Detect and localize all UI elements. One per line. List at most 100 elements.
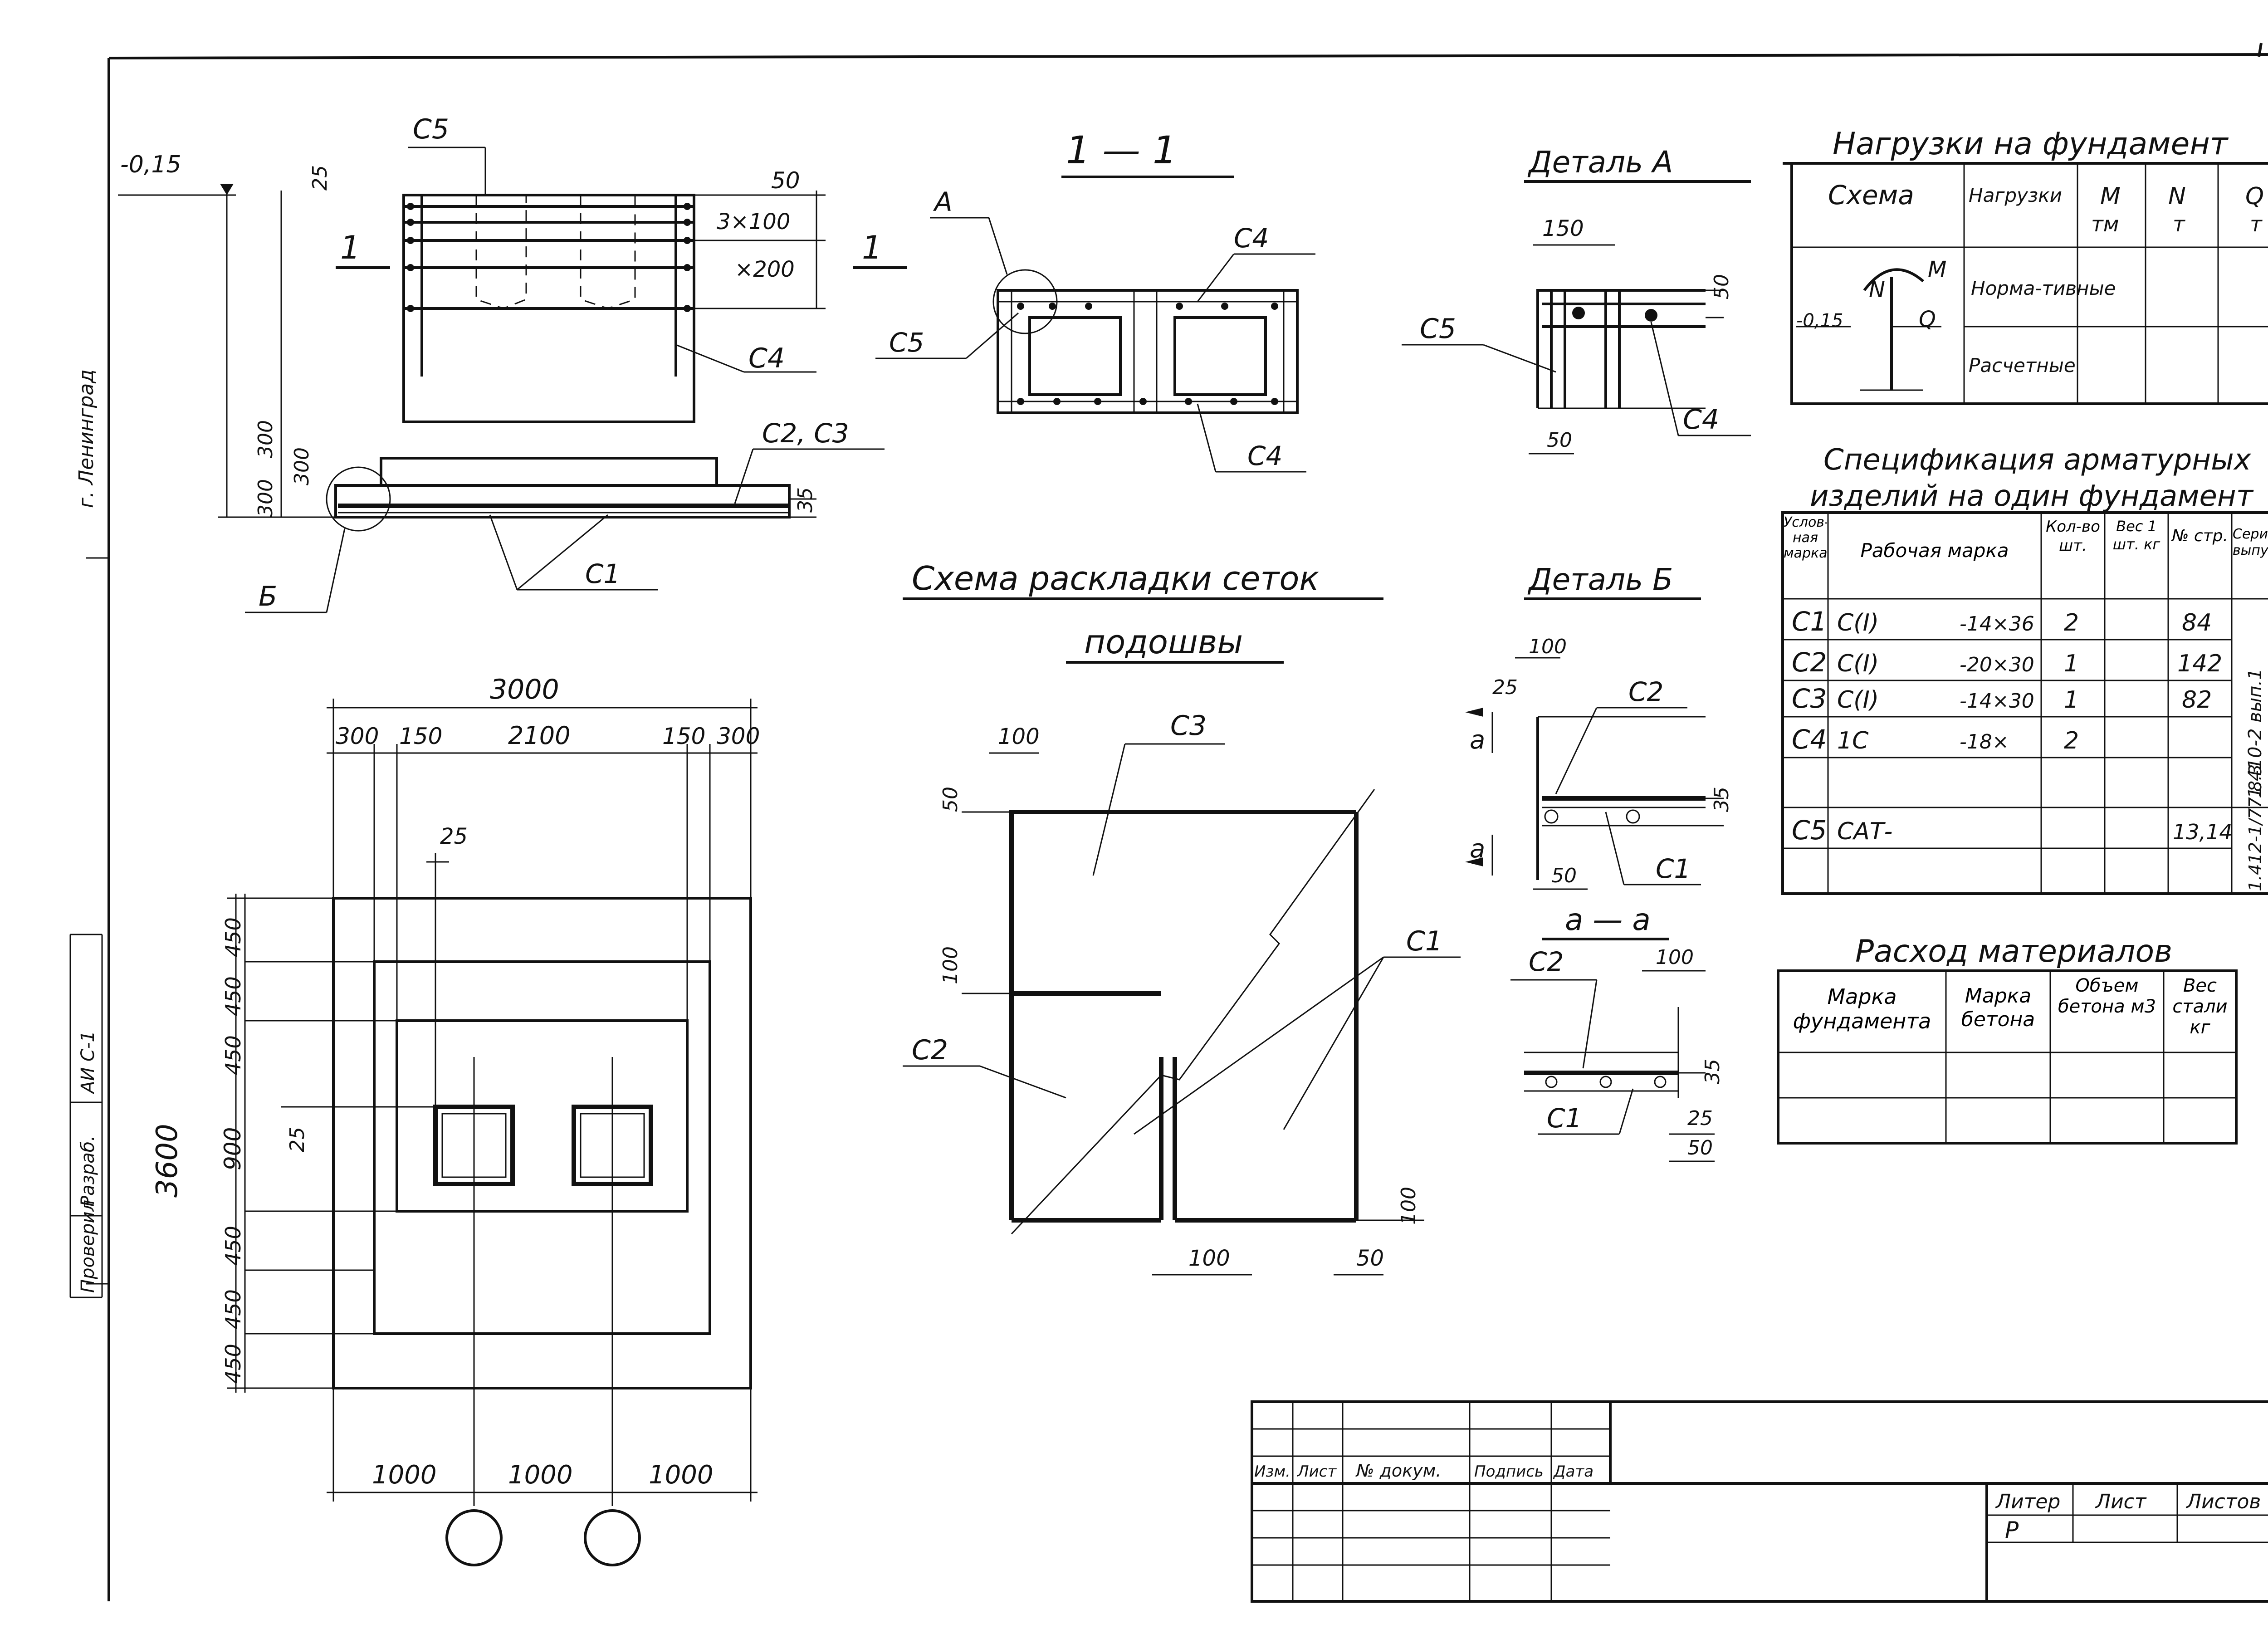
elevation-label-c2c3: С2, С3 [762, 418, 849, 449]
elevation-dim-300c: 300 [254, 479, 277, 517]
spec-cell-cond: С1 [1792, 606, 1827, 637]
loads-header-q-unit: т [2250, 212, 2263, 236]
detail-a-dim-150: 150 [1542, 216, 1584, 241]
spec-cell-size: -18× [1960, 730, 2009, 753]
mesh-dim-100-top: 100 [998, 724, 1040, 749]
loads-header-q: Q [2245, 183, 2264, 210]
section-1-1-label-c4-top: С4 [1234, 223, 1269, 254]
elevation-dim-50: 50 [771, 167, 800, 194]
section-a-a-dim-35: 35 [1701, 1059, 1724, 1084]
section-a-a-label-c2: С2 [1529, 946, 1564, 977]
loads-header-m: М [2100, 183, 2121, 210]
detail-b-dim-50: 50 [1551, 864, 1577, 887]
plan-dim-300-right: 300 [717, 723, 760, 749]
materials-table: Расход материалов Марка фундамента Марка… [1777, 934, 2238, 1145]
materials-header-foundation: Марка фундамента [1793, 984, 1931, 1033]
spec-cell-cond: С3 [1792, 683, 1827, 714]
materials-header-concrete: Марка бетона [1961, 984, 2035, 1031]
mesh-dim-100-right: 100 [1397, 1187, 1420, 1225]
loads-header-m-unit: тм [2091, 212, 2119, 236]
elevation-label-c1: С1 [585, 558, 620, 589]
spec-row: С5 САТ- 13,14 [1792, 815, 2233, 846]
plan-dim-450-3: 450 [221, 1035, 245, 1075]
section-1-1: 1 — 1 А С5 С4 С4 [875, 128, 1315, 473]
spec-series-1: 1.410-2 вып.1 [2245, 668, 2266, 798]
spec-header-page: № стр. [2172, 527, 2228, 545]
detail-a-label-c5: С5 [1420, 313, 1456, 345]
spec-cell-page: 82 [2182, 686, 2212, 714]
spec-header-weight: Вес 1 шт. кг [2112, 518, 2160, 553]
title-block-liter: Литер [1995, 1490, 2060, 1513]
loads-scheme-level: -0,15 [1796, 310, 1843, 331]
section-a-a-title: а — а [1565, 902, 1651, 937]
section-a-a-dim-100: 100 [1656, 946, 1694, 969]
spec-cell-cond: С4 [1792, 724, 1827, 755]
elevation-label-c5: С5 [413, 113, 449, 145]
spec-row: С2 С(I) -20×30 1 142 [1792, 647, 2222, 678]
loads-header-n: N [2168, 183, 2186, 210]
title-block-sign: Подпись [1474, 1463, 1544, 1481]
binding-strip: г. Ленинград Проверил Разраб. АИ С-1 [69, 369, 103, 1298]
spec-cell-work: САТ- [1837, 818, 1892, 845]
detail-b-dim-25: 25 [1492, 676, 1518, 699]
binding-stamp-code: АИ С-1 [78, 1031, 98, 1095]
elevation-view: -0,15 С5 С4 С2, С3 С1 Б 1 1 50 3×100 ×20 [118, 113, 907, 613]
detail-b-dim-35: 35 [1710, 787, 1733, 812]
detail-a-label-c4: С4 [1683, 404, 1719, 435]
binding-stamp-checked: Проверил [78, 1200, 98, 1293]
spec-table-title-line1: Спецификация арматурных [1823, 443, 2252, 477]
plan-dim-3000: 3000 [490, 674, 559, 705]
spec-table-title-line2: изделий на один фундамент [1810, 479, 2254, 513]
plan-dim-2100: 2100 [508, 721, 570, 750]
plan-dim-900: 900 [220, 1127, 246, 1170]
spec-row: С3 С(I) -14×30 1 82 [1792, 683, 2212, 714]
plan-dim-450-1: 450 [221, 917, 245, 957]
plan-dim-150-right: 150 [662, 723, 705, 749]
detail-a-dim-50-right: 50 [1710, 274, 1733, 299]
spec-cell-work: С(I) [1837, 650, 1879, 677]
elevation-dim-300b: 300 [290, 447, 313, 485]
spec-row: С4 1С -18× 2 [1792, 724, 2079, 755]
loads-table: Нагрузки на фундамент Схема Нагрузки М т… [1783, 126, 2268, 405]
section-a-a: а — а С2 С1 100 35 25 50 [1510, 902, 1724, 1162]
elevation-label-c4: С4 [748, 342, 785, 374]
title-block-date: Дата [1553, 1463, 1593, 1481]
spec-header-work: Рабочая марка [1860, 539, 2009, 562]
plan-dim-450-6: 450 [221, 1344, 245, 1384]
spec-cell-page: 13,14 [2173, 820, 2233, 844]
loads-row-normative: Норма-тивные [1971, 277, 2116, 299]
elevation-label-b: Б [259, 581, 277, 612]
elevation-dim-300a: 300 [254, 420, 277, 458]
mesh-label-c1: С1 [1406, 925, 1442, 957]
spec-cell-qty: 1 [2064, 686, 2079, 714]
plan-dim-1000-3: 1000 [649, 1460, 714, 1490]
plan-dim-450-5: 450 [221, 1289, 245, 1329]
city-stamp: г. Ленинград [75, 369, 98, 508]
detail-b-title: Деталь Б [1527, 562, 1673, 597]
loads-header-n-unit: т [2173, 212, 2185, 236]
mesh-layout-title-line2: подошвы [1084, 623, 1243, 661]
mesh-layout-scheme: Схема раскладки сеток подошвы С3 С2 С1 1… [903, 559, 1461, 1276]
spec-cell-work: С(I) [1837, 686, 1879, 714]
mesh-layout-title-line1: Схема раскладки сеток [912, 559, 1319, 597]
loads-row-design: Расчетные [1969, 354, 2076, 377]
materials-table-title: Расход материалов [1855, 934, 2172, 969]
spec-header-qty: Кол-во шт. [2046, 518, 2100, 555]
spec-cell-page: 142 [2177, 650, 2222, 677]
title-block-doc: № докум. [1355, 1461, 1441, 1481]
plan-dim-300-left: 300 [336, 723, 379, 749]
plan-dim-1000-2: 1000 [508, 1460, 573, 1490]
elevation-dim-25: 25 [308, 165, 332, 191]
loads-header-scheme: Схема [1828, 180, 1914, 210]
mesh-dim-100-left: 100 [939, 946, 962, 984]
title-block-izm: Изм. [1254, 1463, 1290, 1481]
spec-cell-qty: 2 [2064, 609, 2079, 636]
spec-header-cond: Услов-ная марка [1784, 515, 1827, 561]
binding-stamp-developed: Разраб. [78, 1135, 98, 1207]
mesh-dim-50-bottom: 50 [1356, 1246, 1384, 1271]
spec-cell-size: -20×30 [1960, 653, 2034, 676]
mesh-dim-100-bottom: 100 [1188, 1246, 1230, 1271]
detail-a-dim-50-bottom: 50 [1547, 429, 1572, 452]
mesh-label-c2: С2 [912, 1034, 948, 1066]
